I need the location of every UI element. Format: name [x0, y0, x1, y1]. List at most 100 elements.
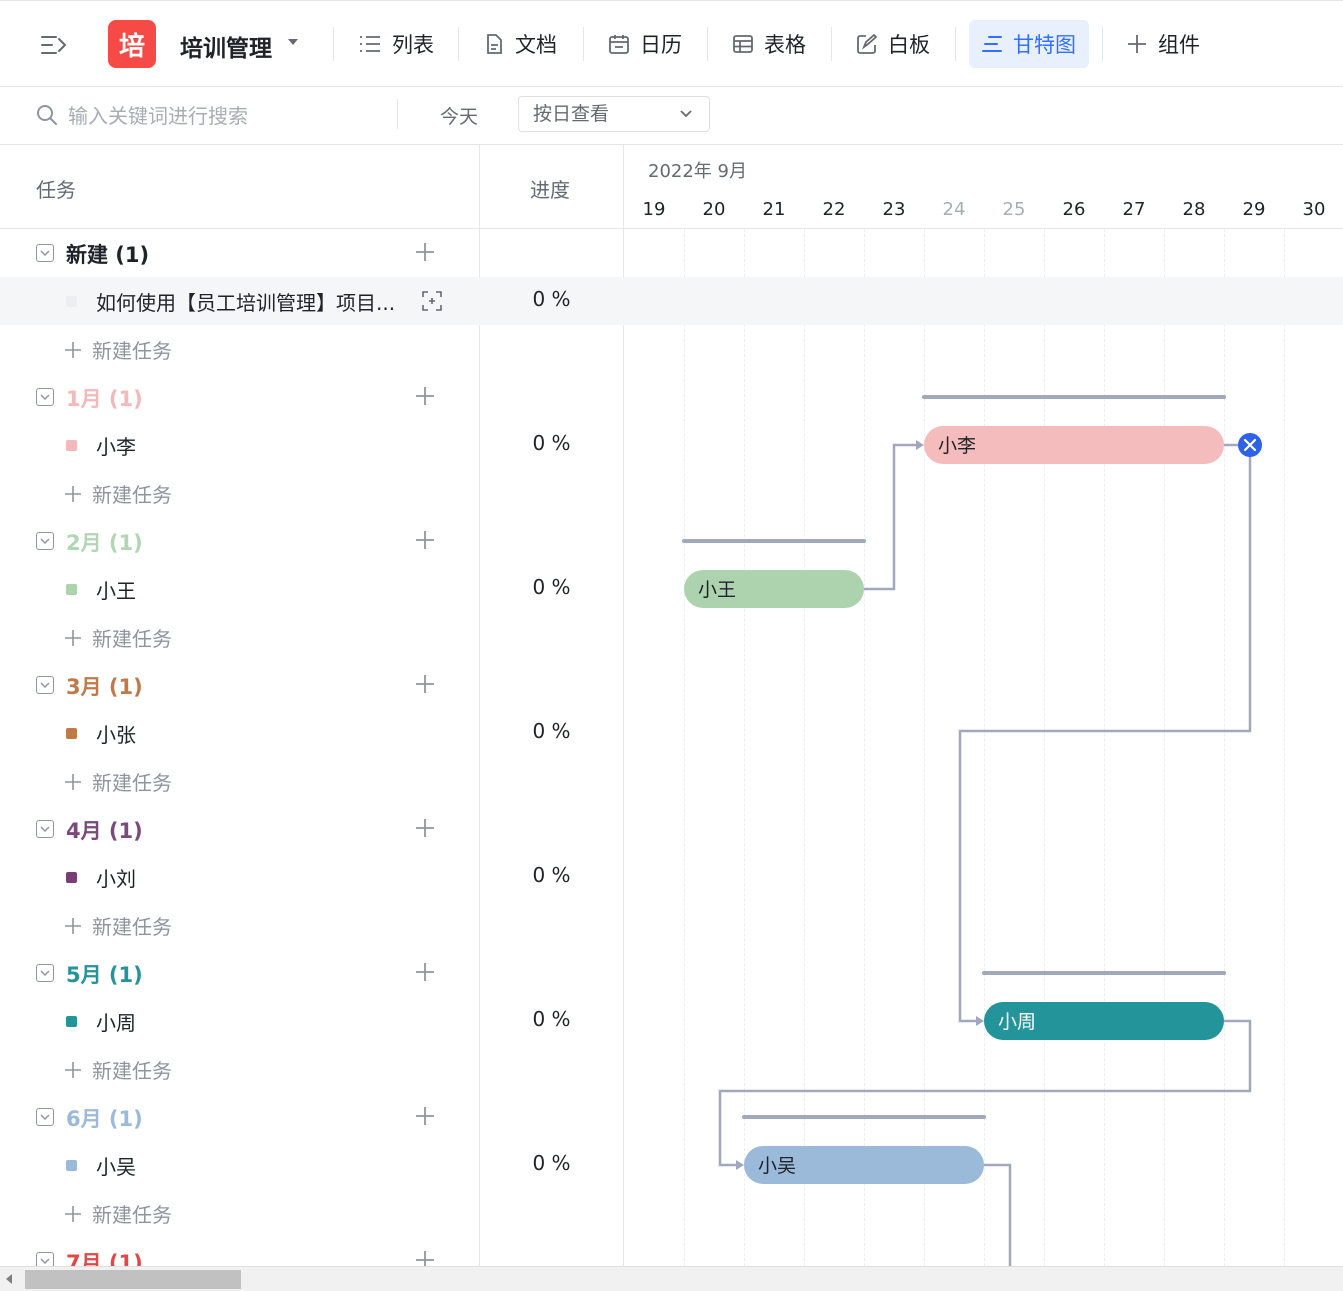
timeline-day: 30	[1302, 199, 1326, 220]
task-row[interactable]: 如何使用【员工培训管理】项目... 0 %	[0, 277, 1343, 325]
new-task-label: 新建任务	[92, 627, 172, 651]
tab-document-label: 文档	[515, 33, 557, 57]
task-name[interactable]: 如何使用【员工培训管理】项目...	[96, 291, 396, 315]
new-task-row: 新建任务	[0, 325, 1343, 373]
new-task-button[interactable]: 新建任务	[64, 1199, 172, 1228]
group-add-task-button[interactable]	[414, 817, 436, 843]
group-collapse-toggle[interactable]	[36, 964, 54, 982]
group-add-task-button[interactable]	[414, 961, 436, 987]
chevron-down-icon	[680, 110, 692, 118]
new-task-button[interactable]: 新建任务	[64, 335, 172, 364]
new-task-button[interactable]: 新建任务	[64, 623, 172, 652]
column-divider	[623, 145, 624, 1266]
divider	[333, 27, 334, 61]
day-gridline	[924, 229, 925, 1266]
horizontal-scrollbar[interactable]	[0, 1266, 1343, 1291]
list-icon	[360, 36, 380, 52]
tab-calendar[interactable]: 日历	[596, 20, 694, 68]
tab-add-widget[interactable]: 组件	[1114, 20, 1212, 68]
group-add-task-button[interactable]	[414, 241, 436, 267]
task-name[interactable]: 小王	[96, 579, 136, 603]
new-task-label: 新建任务	[92, 1203, 172, 1227]
task-name[interactable]: 小张	[96, 723, 136, 747]
new-task-button[interactable]: 新建任务	[64, 767, 172, 796]
task-color-dot	[66, 1160, 77, 1171]
day-gridline	[684, 229, 685, 1266]
task-progress: 0 %	[532, 1151, 571, 1175]
group-collapse-toggle[interactable]	[36, 676, 54, 694]
scrollbar-thumb[interactable]	[25, 1270, 241, 1289]
task-progress: 0 %	[532, 287, 571, 311]
timeline-day: 22	[822, 199, 846, 220]
task-progress: 0 %	[532, 431, 571, 455]
group-add-task-button[interactable]	[414, 385, 436, 411]
day-gridline	[744, 229, 745, 1266]
task-row[interactable]: 小吴 0 %	[0, 1141, 1343, 1189]
group-label: 1月 (1)	[66, 387, 143, 411]
tab-whiteboard[interactable]: 白板	[844, 20, 942, 68]
day-gridline	[1284, 229, 1285, 1266]
new-task-row: 新建任务	[0, 757, 1343, 805]
group-collapse-toggle[interactable]	[36, 1108, 54, 1126]
group-label: 4月 (1)	[66, 819, 143, 843]
search-input[interactable]	[68, 99, 388, 133]
column-divider	[479, 145, 480, 1266]
task-detail-button[interactable]	[421, 290, 443, 316]
project-title[interactable]: 培训管理	[180, 36, 272, 62]
group-collapse-toggle[interactable]	[36, 244, 54, 262]
new-task-button[interactable]: 新建任务	[64, 479, 172, 508]
group-header-row: 新建 (1)	[0, 229, 1343, 277]
tab-list[interactable]: 列表	[346, 20, 446, 68]
scroll-left-arrow-icon[interactable]	[6, 1274, 12, 1284]
task-color-dot	[66, 296, 77, 307]
today-button[interactable]: 今天	[440, 106, 479, 128]
divider	[583, 27, 584, 61]
tab-list-label: 列表	[392, 33, 434, 57]
plus-icon	[65, 629, 81, 646]
group-add-task-button[interactable]	[414, 529, 436, 555]
group-collapse-toggle[interactable]	[36, 820, 54, 838]
timeline-day: 26	[1062, 199, 1086, 220]
task-name[interactable]: 小刘	[96, 867, 136, 891]
group-add-task-button[interactable]	[414, 1105, 436, 1131]
tab-document[interactable]: 文档	[471, 20, 569, 68]
group-header-row: 4月 (1)	[0, 805, 1343, 853]
new-task-row: 新建任务	[0, 469, 1343, 517]
plus-icon	[416, 1107, 434, 1125]
group-add-task-button[interactable]	[414, 673, 436, 699]
new-task-button[interactable]: 新建任务	[64, 1055, 172, 1084]
task-name[interactable]: 小吴	[96, 1155, 136, 1179]
view-mode-select[interactable]: 按日查看	[518, 96, 710, 132]
task-color-dot	[66, 872, 77, 883]
divider	[707, 27, 708, 61]
divider	[397, 99, 398, 129]
new-task-row: 新建任务	[0, 1045, 1343, 1093]
group-collapse-toggle[interactable]	[36, 532, 54, 550]
task-row[interactable]: 小李 0 %	[0, 421, 1343, 469]
table-icon	[733, 35, 753, 53]
plus-icon	[416, 819, 434, 837]
task-name[interactable]: 小李	[96, 435, 136, 459]
group-collapse-toggle[interactable]	[36, 388, 54, 406]
tab-gantt[interactable]: 甘特图	[969, 20, 1089, 68]
plus-icon	[65, 1205, 81, 1222]
group-label: 3月 (1)	[66, 675, 143, 699]
group-header-row: 6月 (1)	[0, 1093, 1343, 1141]
new-task-button[interactable]: 新建任务	[64, 911, 172, 940]
group-label: 5月 (1)	[66, 963, 143, 987]
timeline-day: 20	[702, 199, 726, 220]
timeline-day: 24	[942, 199, 966, 220]
project-menu-caret-icon[interactable]	[288, 39, 298, 45]
task-name[interactable]: 小周	[96, 1011, 136, 1035]
chevron-down-icon	[40, 825, 50, 832]
group-label: 新建 (1)	[66, 243, 150, 267]
new-task-label: 新建任务	[92, 771, 172, 795]
sidebar-toggle-icon[interactable]	[36, 27, 72, 63]
tab-table[interactable]: 表格	[720, 20, 818, 68]
tab-gantt-label: 甘特图	[1013, 33, 1076, 57]
gantt-toolbar: 今天 按日查看	[0, 87, 1343, 145]
